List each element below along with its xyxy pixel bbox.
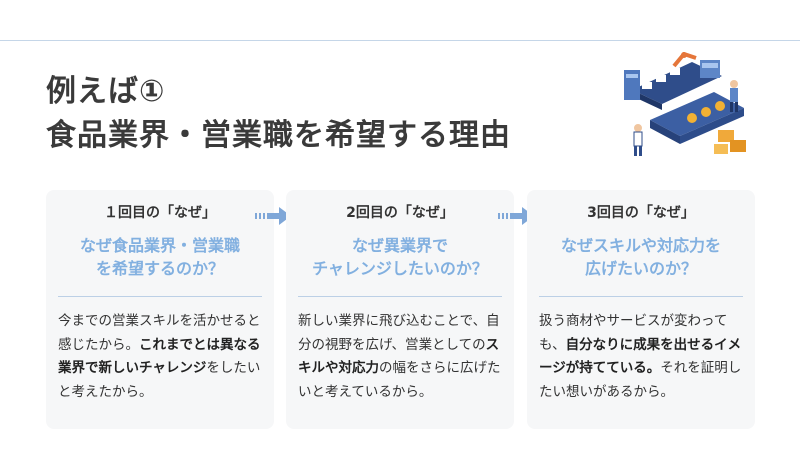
- body-emphasis: る。: [633, 360, 661, 376]
- card-question-line: チャレンジしたいのか？: [312, 259, 488, 278]
- card-question-line: なぜスキルや対応力を: [560, 236, 721, 255]
- card-question: なぜ異業界で チャレンジしたいのか？: [286, 234, 514, 280]
- body-text: せると感じたから。: [58, 313, 261, 353]
- body-text: 今までの営業スキルを活か: [58, 313, 220, 329]
- body-text: それを証明したい想い: [539, 360, 742, 400]
- page-title: 例えば① 食品業界・営業職を希望する理由: [46, 70, 511, 158]
- body-emphasis: でとは異なる業界で新しい: [58, 336, 261, 377]
- card-divider: [298, 296, 502, 297]
- card-heading: 3回目の「なぜ」: [587, 205, 695, 221]
- body-text: っても、: [539, 313, 728, 353]
- body-text: で、自分の視野を広げ、営: [298, 313, 500, 353]
- card-heading: １回目の「なぜ」: [104, 205, 216, 221]
- body-text: をしたいと考え: [58, 360, 261, 400]
- title-line-2: 食品業界・営業職を希望する理由: [46, 118, 511, 153]
- body-text: 新しい業界に飛び込むこと: [298, 313, 460, 329]
- title-line-1: 例えば①: [46, 74, 166, 109]
- double-arrow-right-icon: [255, 207, 291, 225]
- body-text: の幅をさらに広げたいと考: [298, 360, 501, 400]
- body-text: があるから。: [593, 383, 674, 400]
- body-emphasis: これま: [139, 336, 180, 353]
- why-card-3: 3回目の「なぜ」 なぜスキルや対応力を 広げたいのか？ 扱う商材やサービスが変わ…: [527, 190, 755, 429]
- card-body: 今までの営業スキルを活かせると感じたから。これまでとは異なる業界で新しいチャレン…: [58, 310, 262, 404]
- card-question: なぜスキルや対応力を 広げたいのか？: [527, 234, 755, 280]
- card-body: 新しい業界に飛び込むことで、自分の視野を広げ、営業としてのスキルや対応力の幅をさ…: [298, 310, 502, 404]
- top-divider: [0, 40, 800, 41]
- body-emphasis: スキルや対応力: [298, 336, 500, 377]
- card-question-line: 広げたいのか？: [584, 259, 697, 278]
- body-text: たから。: [98, 383, 153, 400]
- body-text: 扱う商材やサービスが変わ: [539, 313, 701, 329]
- card-question-line: を希望するのか？: [95, 259, 224, 278]
- card-heading: 2回目の「なぜ」: [346, 205, 454, 221]
- card-question: なぜ食品業界・営業職 を希望するのか？: [46, 234, 274, 280]
- body-emphasis: チャレンジ: [139, 360, 207, 376]
- body-emphasis: 自分なりに成果を: [565, 336, 674, 353]
- card-question-line: なぜ異業界で: [351, 236, 448, 255]
- card-question-line: なぜ食品業界・営業職: [79, 236, 240, 255]
- factory-illustration: [624, 52, 746, 156]
- why-card-1: １回目の「なぜ」 なぜ食品業界・営業職 を希望するのか？ 今までの営業スキルを活…: [46, 190, 274, 429]
- body-emphasis: 出せるイメージが持ててい: [539, 336, 742, 377]
- why-card-2: 2回目の「なぜ」 なぜ異業界で チャレンジしたいのか？ 新しい業界に飛び込むこと…: [286, 190, 514, 429]
- body-text: 業としての: [418, 336, 486, 353]
- body-text: えているから。: [338, 383, 433, 400]
- card-divider: [58, 296, 262, 297]
- card-body: 扱う商材やサービスが変わっても、自分なりに成果を出せるイメージが持てている。それ…: [539, 310, 743, 404]
- card-divider: [539, 296, 743, 297]
